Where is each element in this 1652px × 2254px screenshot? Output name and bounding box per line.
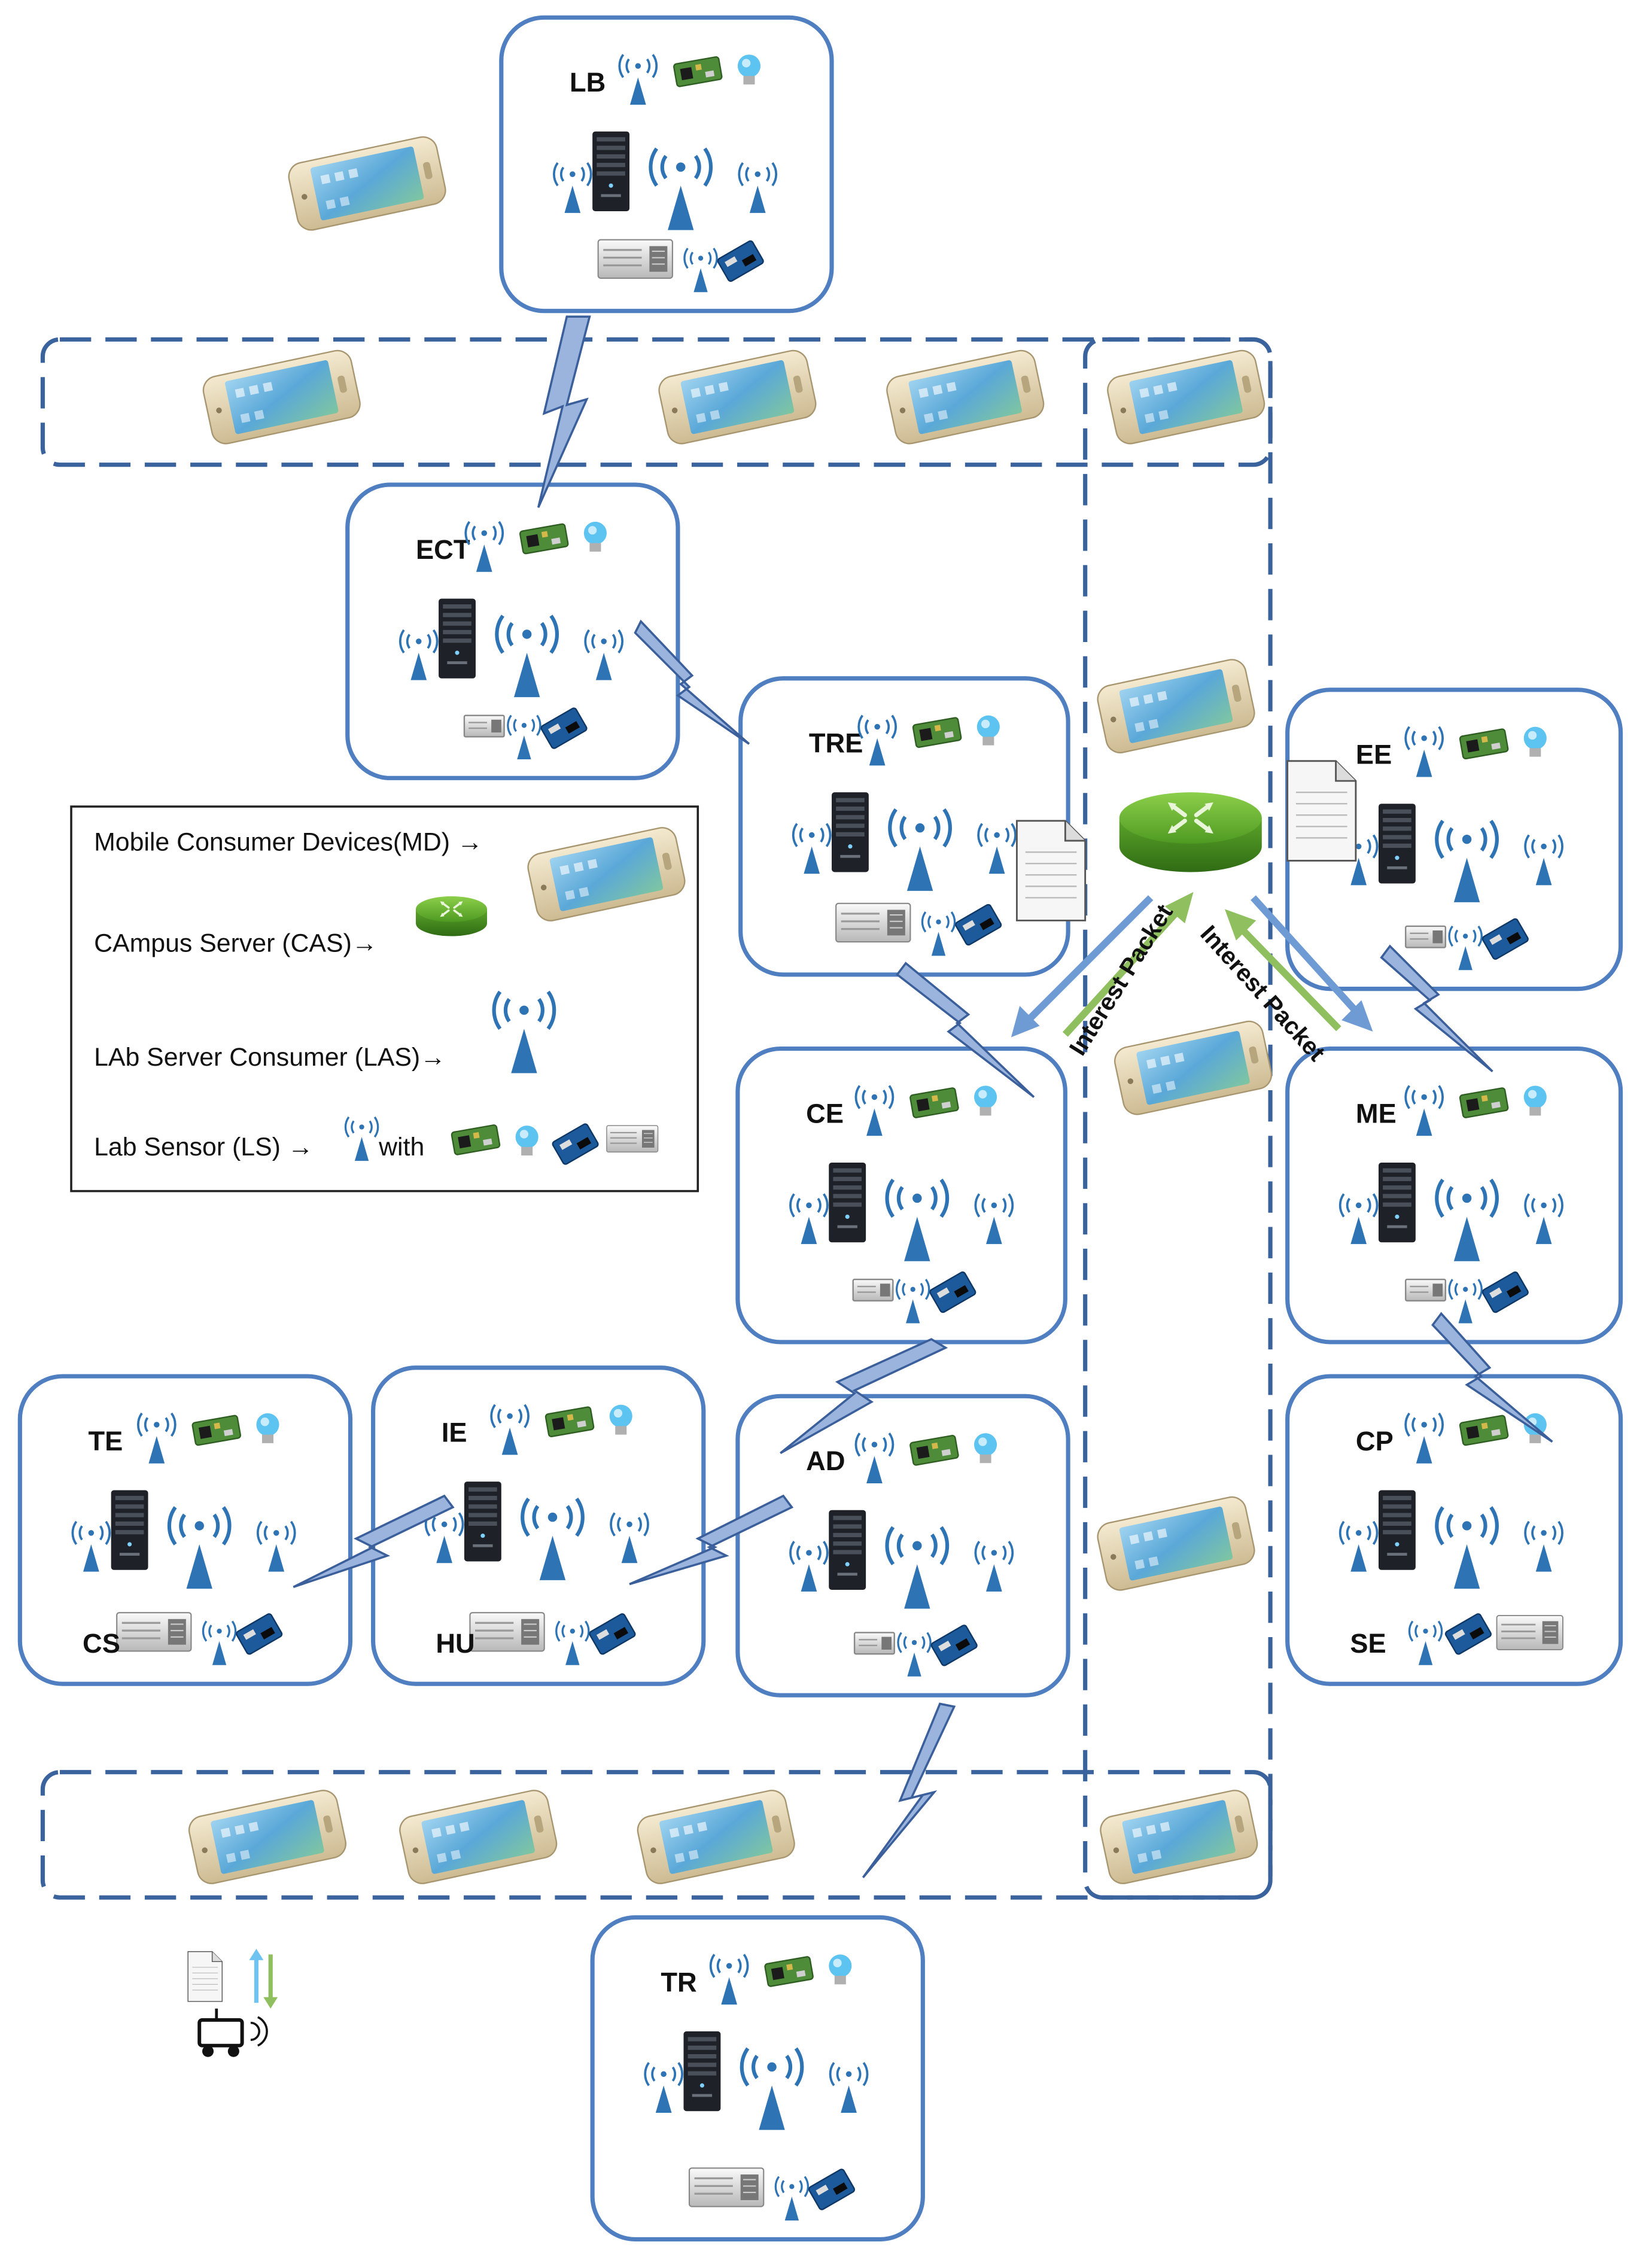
wireless-link-tre-ce: [896, 962, 1035, 1098]
smartphone-icon: [396, 1787, 560, 1887]
lab-label: TE: [89, 1426, 123, 1456]
server-tower-icon: [439, 598, 476, 679]
lab-sublabel: HU: [436, 1628, 474, 1659]
lab-box: [17, 1374, 353, 1686]
air-conditioner-icon: [606, 1125, 659, 1153]
lab-ect: ECT: [345, 482, 680, 780]
smartphone-icon: [883, 347, 1047, 447]
server-tower-icon: [832, 792, 869, 872]
mobile-region-vertical: [1083, 337, 1273, 1900]
server-tower-icon: [829, 1163, 866, 1243]
router-icon: [1119, 792, 1262, 872]
server-tower-icon: [683, 2031, 721, 2112]
air-conditioner-icon: [835, 902, 912, 943]
document-icon: [1286, 760, 1357, 862]
air-conditioner-icon: [853, 1632, 895, 1655]
server-tower-icon: [829, 1510, 866, 1590]
wireless-link-ce-ad: [780, 1338, 948, 1455]
legend: Mobile Consumer Devices(MD) → CAmpus Ser…: [70, 805, 699, 1193]
lab-label: CE: [806, 1098, 844, 1128]
lab-ce: CE: [735, 1047, 1067, 1345]
lab-box: [1285, 1047, 1623, 1345]
smartphone-icon: [285, 133, 449, 233]
air-conditioner-icon: [1496, 1614, 1564, 1651]
lab-cp: CP SE: [1285, 1374, 1623, 1686]
lab-ie: IE HU: [371, 1365, 706, 1686]
labs-layer: LB ECT TRE EE CE ME TE CS IE HU AD CP SE TR: [17, 15, 1623, 2241]
wireless-link-ie-ad: [629, 1494, 794, 1586]
legend-las-text: LAb Server Consumer (LAS)→: [94, 1043, 446, 1072]
air-conditioner-icon: [463, 714, 505, 738]
air-conditioner-icon: [1405, 925, 1447, 948]
legend-ls-with: with: [378, 1133, 424, 1161]
server-tower-icon: [464, 1482, 501, 1562]
lab-box: [345, 482, 680, 780]
lab-box: [735, 1394, 1070, 1698]
document-icon: [187, 1951, 223, 2002]
air-conditioner-icon: [597, 239, 674, 279]
wireless-link-lb-ect: [537, 315, 591, 508]
lab-label: LB: [570, 67, 606, 98]
lab-lb: LB: [499, 15, 834, 314]
smartphone-icon: [200, 347, 364, 447]
lab-label: TR: [661, 1967, 696, 1997]
lab-label: ME: [1356, 1098, 1397, 1128]
lab-box: [499, 15, 834, 314]
lab-label: AD: [806, 1446, 845, 1476]
air-conditioner-icon: [115, 1611, 193, 1653]
server-tower-icon: [111, 1490, 148, 1570]
air-conditioner-icon: [688, 2167, 765, 2208]
wireless-link-te-ie: [293, 1494, 455, 1588]
lab-me: ME: [1285, 1047, 1623, 1345]
lab-box: [1285, 1374, 1623, 1686]
smartphone-icon: [1097, 1787, 1261, 1887]
server-tower-icon: [1379, 1490, 1416, 1570]
lab-sublabel: SE: [1350, 1628, 1386, 1659]
lab-label: CP: [1356, 1426, 1394, 1456]
robot-cart-icon: [197, 2008, 268, 2057]
lab-sublabel: CS: [83, 1628, 120, 1659]
lab-ad: AD: [735, 1394, 1070, 1698]
legend-md-text: Mobile Consumer Devices(MD) →: [94, 828, 483, 857]
wireless-link-ee-me: [1380, 944, 1493, 1073]
air-conditioner-icon: [468, 1611, 546, 1653]
server-tower-icon: [592, 131, 630, 212]
mobile-region-bottom: [40, 1770, 1273, 1900]
wireless-link-ad-tr: [862, 1702, 956, 1878]
mobile-region-top: [40, 337, 1273, 467]
wireless-link-ect-tre: [634, 619, 750, 745]
lab-box: [590, 1915, 925, 2241]
smartphone-icon: [634, 1787, 798, 1887]
document-icon: [1016, 820, 1087, 921]
smartphone-icon: [1111, 1018, 1275, 1118]
lab-tr: TR: [590, 1915, 925, 2241]
smartphone-icon: [655, 347, 819, 447]
smartphone-icon: [1094, 656, 1258, 756]
legend-cas-text: CAmpus Server (CAS)→: [94, 929, 378, 958]
router-icon: [415, 895, 488, 938]
legend-ls-text: Lab Sensor (LS) →: [94, 1133, 314, 1161]
wireless-link-me-cp: [1431, 1312, 1553, 1443]
smartphone-icon: [1094, 1493, 1258, 1593]
server-tower-icon: [1379, 804, 1416, 884]
lab-box: [371, 1365, 706, 1686]
up-down-arrows-icon: [249, 1948, 278, 2009]
lab-label: ECT: [416, 534, 470, 565]
smartphone-icon: [185, 1787, 349, 1887]
air-conditioner-icon: [852, 1278, 894, 1302]
server-tower-icon: [1379, 1163, 1416, 1243]
lab-label: EE: [1356, 740, 1392, 770]
interest-arrows: [1011, 892, 1373, 1038]
smartphone-icon: [1104, 347, 1268, 447]
lab-label: IE: [442, 1418, 467, 1448]
lab-label: TRE: [809, 728, 863, 759]
air-conditioner-icon: [1405, 1278, 1447, 1302]
lab-box: [735, 1047, 1067, 1345]
lab-te: TE CS: [17, 1374, 353, 1686]
